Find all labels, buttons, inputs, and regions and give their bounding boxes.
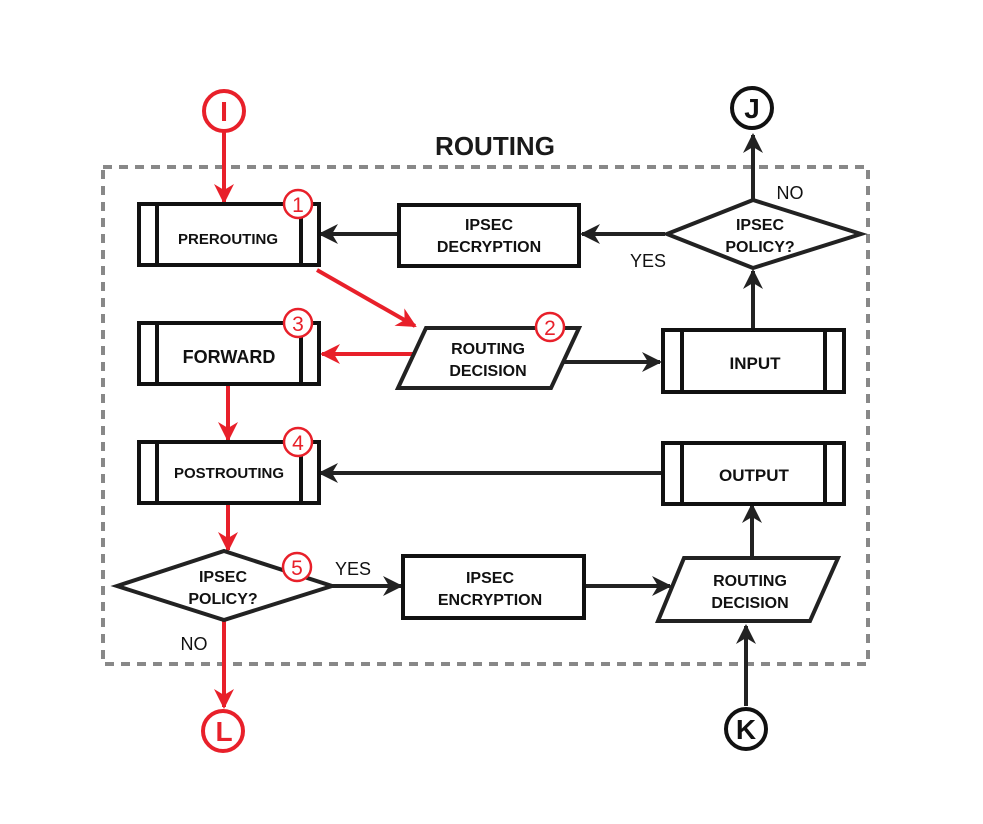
step-badge-3: 3 [282, 307, 314, 339]
step-badge-1: 1 [282, 188, 314, 220]
node-ipsec-encryption[interactable]: IPSEC ENCRYPTION [401, 554, 586, 620]
node-routing-decision-bottom[interactable]: ROUTING DECISION [655, 556, 842, 623]
node-input-label: INPUT [730, 354, 782, 373]
node-ipsec-decryption-line2: DECRYPTION [437, 239, 541, 256]
terminal-i[interactable]: I [202, 89, 246, 133]
terminal-l-label: L [215, 716, 232, 747]
terminal-j-label: J [744, 93, 760, 124]
node-prerouting-label: PREROUTING [178, 231, 278, 248]
step-badge-3-text: 3 [292, 313, 304, 336]
node-forward[interactable]: FORWARD [137, 321, 321, 386]
node-ipsec-policy-bottom[interactable]: IPSEC POLICY? [110, 548, 339, 623]
node-routing-decision-top-line2: DECISION [449, 363, 526, 380]
node-ipsec-policy-bottom-line2: POLICY? [188, 591, 257, 608]
terminal-j[interactable]: J [730, 86, 774, 130]
node-routing-decision-bottom-line1: ROUTING [713, 573, 787, 590]
node-ipsec-encryption-line1: IPSEC [466, 570, 514, 587]
step-badge-4-text: 4 [292, 432, 304, 455]
node-output-label: OUTPUT [719, 466, 790, 485]
edge-prerouting-to-routing [316, 268, 417, 328]
step-badge-4: 4 [282, 426, 314, 458]
node-forward-label: FORWARD [183, 347, 276, 367]
terminal-i-label: I [220, 96, 228, 127]
node-ipsec-decryption-line1: IPSEC [465, 217, 513, 234]
node-output[interactable]: OUTPUT [661, 441, 846, 506]
terminal-l[interactable]: L [201, 709, 245, 753]
node-input[interactable]: INPUT [661, 328, 846, 394]
edge-label-bottom-yes: YES [335, 559, 371, 579]
routing-title: ROUTING [435, 131, 555, 161]
node-ipsec-decryption[interactable]: IPSEC DECRYPTION [397, 203, 581, 268]
node-ipsec-policy-top-line1: IPSEC [736, 217, 784, 234]
terminal-k[interactable]: K [724, 707, 768, 751]
terminal-k-label: K [736, 714, 756, 745]
node-routing-decision-top-line1: ROUTING [451, 341, 525, 358]
step-badge-5-text: 5 [291, 557, 303, 580]
step-badge-2: 2 [534, 311, 566, 343]
node-ipsec-policy-top[interactable]: IPSEC POLICY? [661, 197, 868, 271]
step-badge-1-text: 1 [292, 194, 304, 217]
edge-label-top-yes: YES [630, 251, 666, 271]
node-routing-decision-top[interactable]: ROUTING DECISION [394, 326, 583, 390]
node-ipsec-policy-bottom-line1: IPSEC [199, 569, 247, 586]
step-badge-5: 5 [281, 551, 313, 583]
step-badge-2-text: 2 [544, 317, 556, 340]
edge-label-bottom-no: NO [181, 634, 208, 654]
routing-boundary [101, 165, 870, 666]
node-ipsec-policy-top-line2: POLICY? [725, 239, 794, 256]
edge-label-top-no: NO [777, 183, 804, 203]
node-routing-decision-bottom-line2: DECISION [711, 595, 788, 612]
node-ipsec-encryption-line2: ENCRYPTION [438, 592, 542, 609]
node-postrouting-label: POSTROUTING [174, 465, 284, 482]
